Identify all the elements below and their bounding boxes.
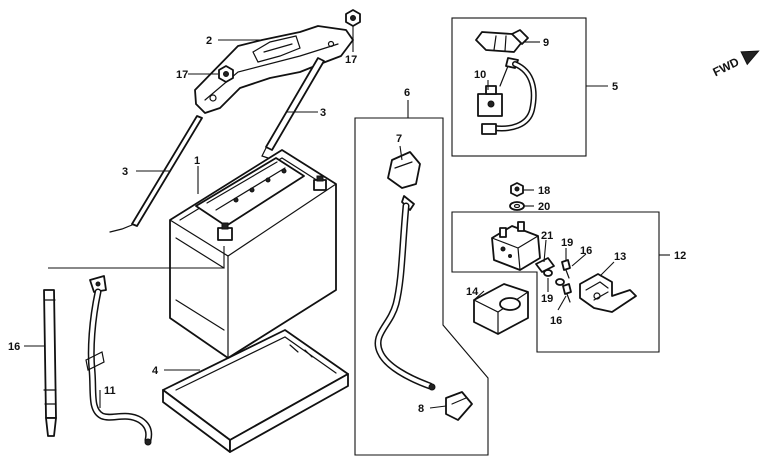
callout-16-left: 16 (8, 341, 20, 353)
starter-relay-with-cable (477, 57, 537, 135)
callout-10: 10 (474, 69, 486, 81)
switch-bracket (579, 273, 637, 313)
washer (509, 201, 525, 211)
callout-11: 11 (104, 385, 116, 397)
callout-20: 20 (538, 201, 550, 213)
battery-holder-plate (194, 25, 354, 114)
terminal-boot (445, 391, 473, 421)
callout-8: 8 (418, 403, 424, 415)
callout-2: 2 (206, 35, 212, 47)
holder-bolt-right (345, 9, 361, 27)
callout-12: 12 (674, 250, 686, 262)
callout-17-right: 17 (345, 54, 357, 66)
callout-5: 5 (612, 81, 618, 93)
callout-6: 6 (404, 87, 410, 99)
ground-lead-line (48, 246, 225, 269)
positive-cable-group-frame (354, 117, 489, 456)
holder-bolt-left (218, 65, 234, 83)
forward-arrow: FWD (711, 50, 760, 80)
washer-lower (555, 278, 565, 286)
callout-9: 9 (543, 37, 549, 49)
battery (169, 149, 337, 359)
callout-19-lower: 19 (541, 293, 553, 305)
callout-3-left: 3 (122, 166, 128, 178)
callout-1: 1 (194, 155, 200, 167)
callout-18: 18 (538, 185, 550, 197)
callout-14: 14 (466, 286, 479, 298)
battery-tray (162, 329, 349, 453)
rubber-mount (473, 283, 529, 335)
washer-upper (543, 269, 553, 277)
screw-lower (562, 283, 572, 303)
nut (510, 182, 524, 197)
callout-17-left: 17 (176, 69, 188, 81)
rubber-cover (475, 29, 529, 53)
callout-21: 21 (541, 230, 553, 242)
callout-labels: 2 17 17 3 3 1 4 6 7 8 9 10 5 16 11 18 20… (8, 35, 686, 415)
callout-3-right: 3 (320, 107, 326, 119)
callout-4: 4 (152, 365, 159, 377)
fwd-label: FWD (711, 55, 742, 80)
starter-switch-group-frame (451, 211, 660, 353)
negative-battery-cable (85, 275, 153, 446)
callout-16-upper: 16 (580, 245, 592, 257)
terminal-clip (535, 257, 555, 273)
ground-cable-boot (43, 289, 57, 437)
callout-13: 13 (614, 251, 626, 263)
terminal-cover (387, 151, 421, 189)
starter-relay-group-frame (451, 17, 587, 157)
screw-upper (561, 259, 571, 279)
starter-magnetic-switch (491, 221, 541, 271)
callout-19-upper: 19 (561, 237, 573, 249)
positive-battery-cable (374, 195, 436, 391)
hold-down-rod-right (261, 57, 325, 159)
callout-16-lower: 16 (550, 315, 562, 327)
leader-lines (24, 26, 670, 409)
callout-7: 7 (396, 133, 402, 145)
